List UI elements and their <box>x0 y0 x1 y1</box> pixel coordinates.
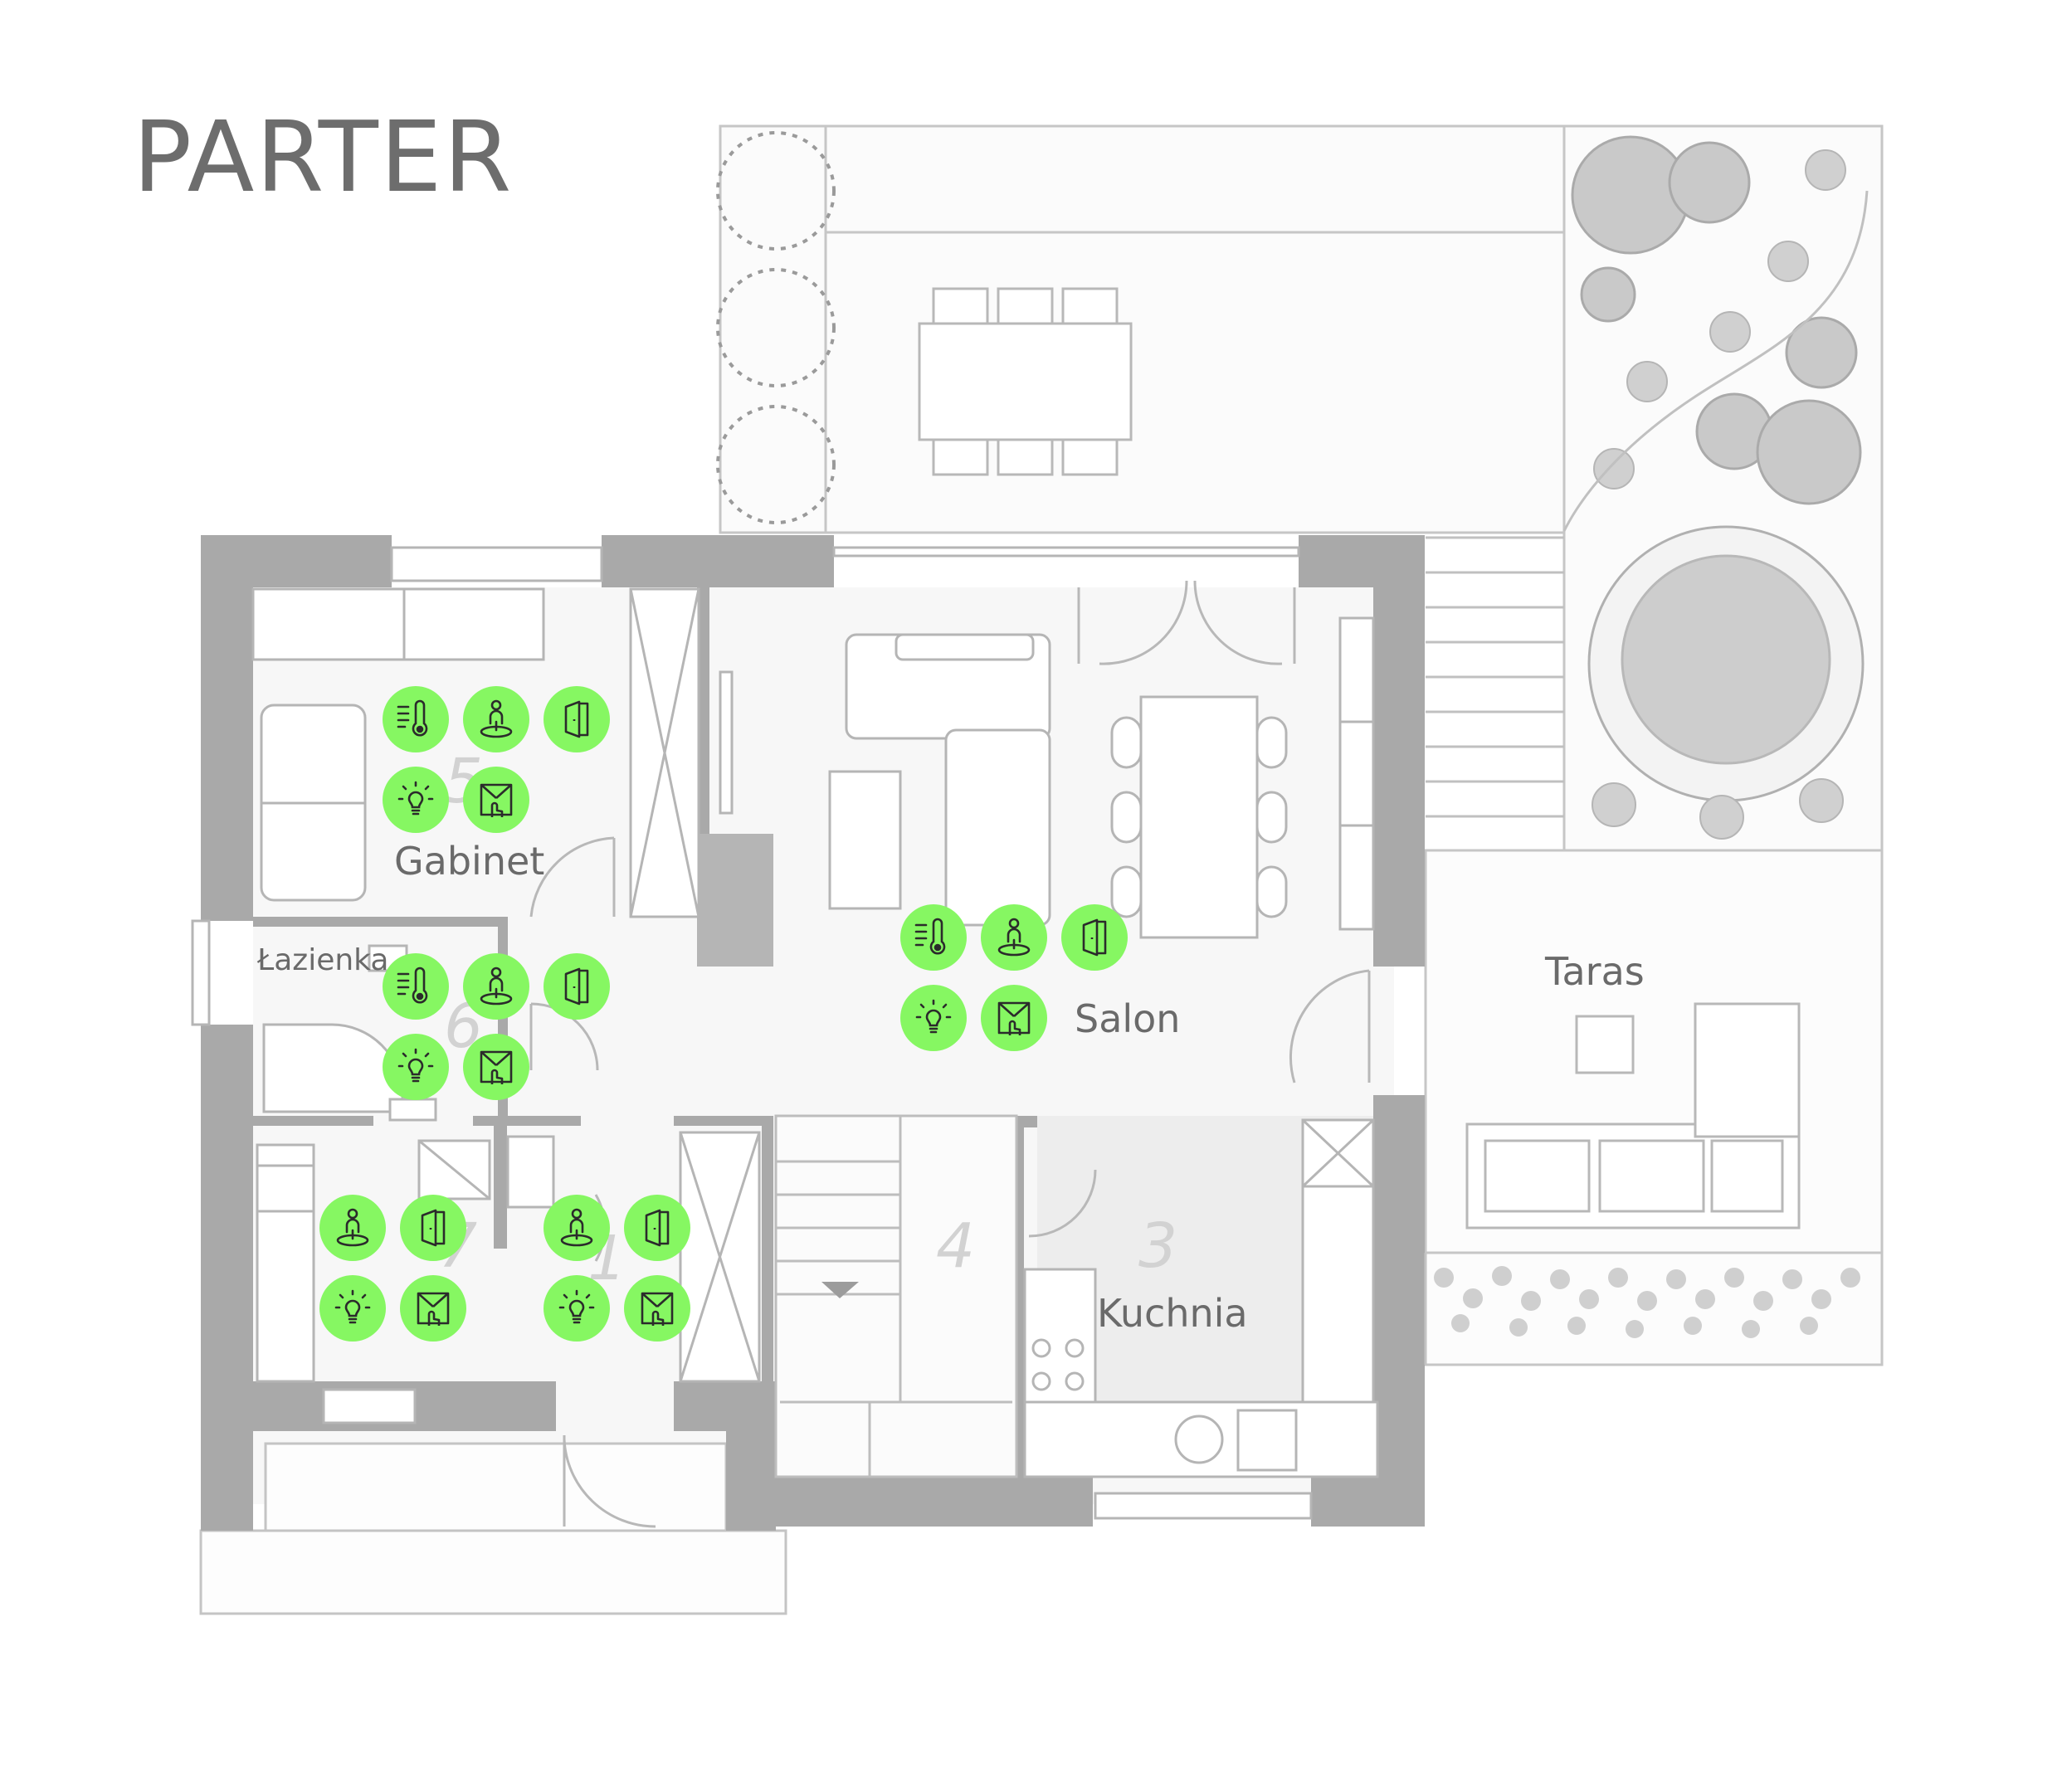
door-sensor-icon <box>564 700 589 738</box>
garden-path <box>1562 190 1869 532</box>
presence-badge-hall[interactable] <box>544 1195 610 1261</box>
blinds-control-icon <box>480 783 513 817</box>
light-badge-closet[interactable] <box>319 1275 386 1342</box>
light-badge-hall[interactable] <box>544 1275 610 1342</box>
thermometer-icon <box>914 918 946 955</box>
ground-cover <box>1434 1266 1860 1338</box>
presence-sensor-icon <box>997 918 1031 957</box>
door-badge-gabinet[interactable] <box>544 686 610 752</box>
presence-sensor-icon <box>560 1208 593 1247</box>
blinds-control-icon <box>997 1001 1031 1035</box>
presence-sensor-icon <box>336 1208 369 1247</box>
room-label-lazienka: Łazienka <box>257 943 389 977</box>
living-furniture <box>828 616 1375 939</box>
thermostat-badge-lazienka[interactable] <box>383 953 449 1020</box>
thermometer-icon <box>397 699 428 737</box>
light-bulb-icon <box>915 999 952 1034</box>
windows <box>191 546 1313 1520</box>
room-label-gabinet: Gabinet <box>394 839 545 884</box>
entrance-porch <box>199 1529 787 1615</box>
thermostat-badge-gabinet[interactable] <box>383 686 449 752</box>
terrace-steps <box>1426 536 1564 818</box>
light-badge-salon[interactable] <box>900 985 967 1051</box>
room-label-taras: Taras <box>1545 949 1645 994</box>
room-number-stairs: 4 <box>936 1210 976 1282</box>
presence-sensor-icon <box>480 967 513 1006</box>
light-bulb-icon <box>397 1048 434 1083</box>
door-badge-hall[interactable] <box>624 1195 690 1261</box>
closet-fixtures <box>256 1131 761 1383</box>
blinds-badge-lazienka[interactable] <box>463 1034 529 1100</box>
presence-sensor-icon <box>480 699 513 738</box>
door-sensor-icon <box>564 967 589 1006</box>
presence-badge-lazienka[interactable] <box>463 953 529 1020</box>
room-number-kuchnia: 3 <box>1138 1210 1178 1282</box>
door-badge-salon[interactable] <box>1061 904 1128 971</box>
light-bulb-icon <box>558 1289 595 1324</box>
door-badge-lazienka[interactable] <box>544 953 610 1020</box>
terrace-lounge <box>1465 1002 1801 1230</box>
door-sensor-icon <box>421 1209 446 1247</box>
light-badge-lazienka[interactable] <box>383 1034 449 1100</box>
blinds-control-icon <box>641 1292 674 1326</box>
light-bulb-icon <box>397 781 434 816</box>
outdoor-dining-table <box>918 287 1133 476</box>
page-title: PARTER <box>133 100 514 214</box>
hedge <box>716 131 836 524</box>
trees <box>1571 135 1865 802</box>
door-sensor-icon <box>1082 918 1107 957</box>
blinds-control-icon <box>480 1050 513 1084</box>
blinds-control-icon <box>417 1292 450 1326</box>
door-badge-closet[interactable] <box>400 1195 466 1261</box>
presence-badge-closet[interactable] <box>319 1195 386 1261</box>
thermostat-badge-salon[interactable] <box>900 904 967 971</box>
doors <box>529 580 1371 1528</box>
office-furniture <box>251 587 734 918</box>
room-label-salon: Salon <box>1075 996 1181 1041</box>
thermometer-icon <box>397 967 428 1004</box>
porch-front <box>264 1442 728 1532</box>
kitchen-fixtures <box>1023 1118 1379 1478</box>
staircase <box>774 1114 1018 1478</box>
light-badge-gabinet[interactable] <box>383 767 449 833</box>
blinds-badge-salon[interactable] <box>981 985 1047 1051</box>
blinds-badge-gabinet[interactable] <box>463 767 529 833</box>
room-label-kuchnia: Kuchnia <box>1097 1291 1248 1336</box>
blinds-badge-closet[interactable] <box>400 1275 466 1342</box>
presence-badge-gabinet[interactable] <box>463 686 529 752</box>
presence-badge-salon[interactable] <box>981 904 1047 971</box>
door-sensor-icon <box>645 1209 670 1247</box>
light-bulb-icon <box>334 1289 371 1324</box>
blinds-badge-hall[interactable] <box>624 1275 690 1342</box>
